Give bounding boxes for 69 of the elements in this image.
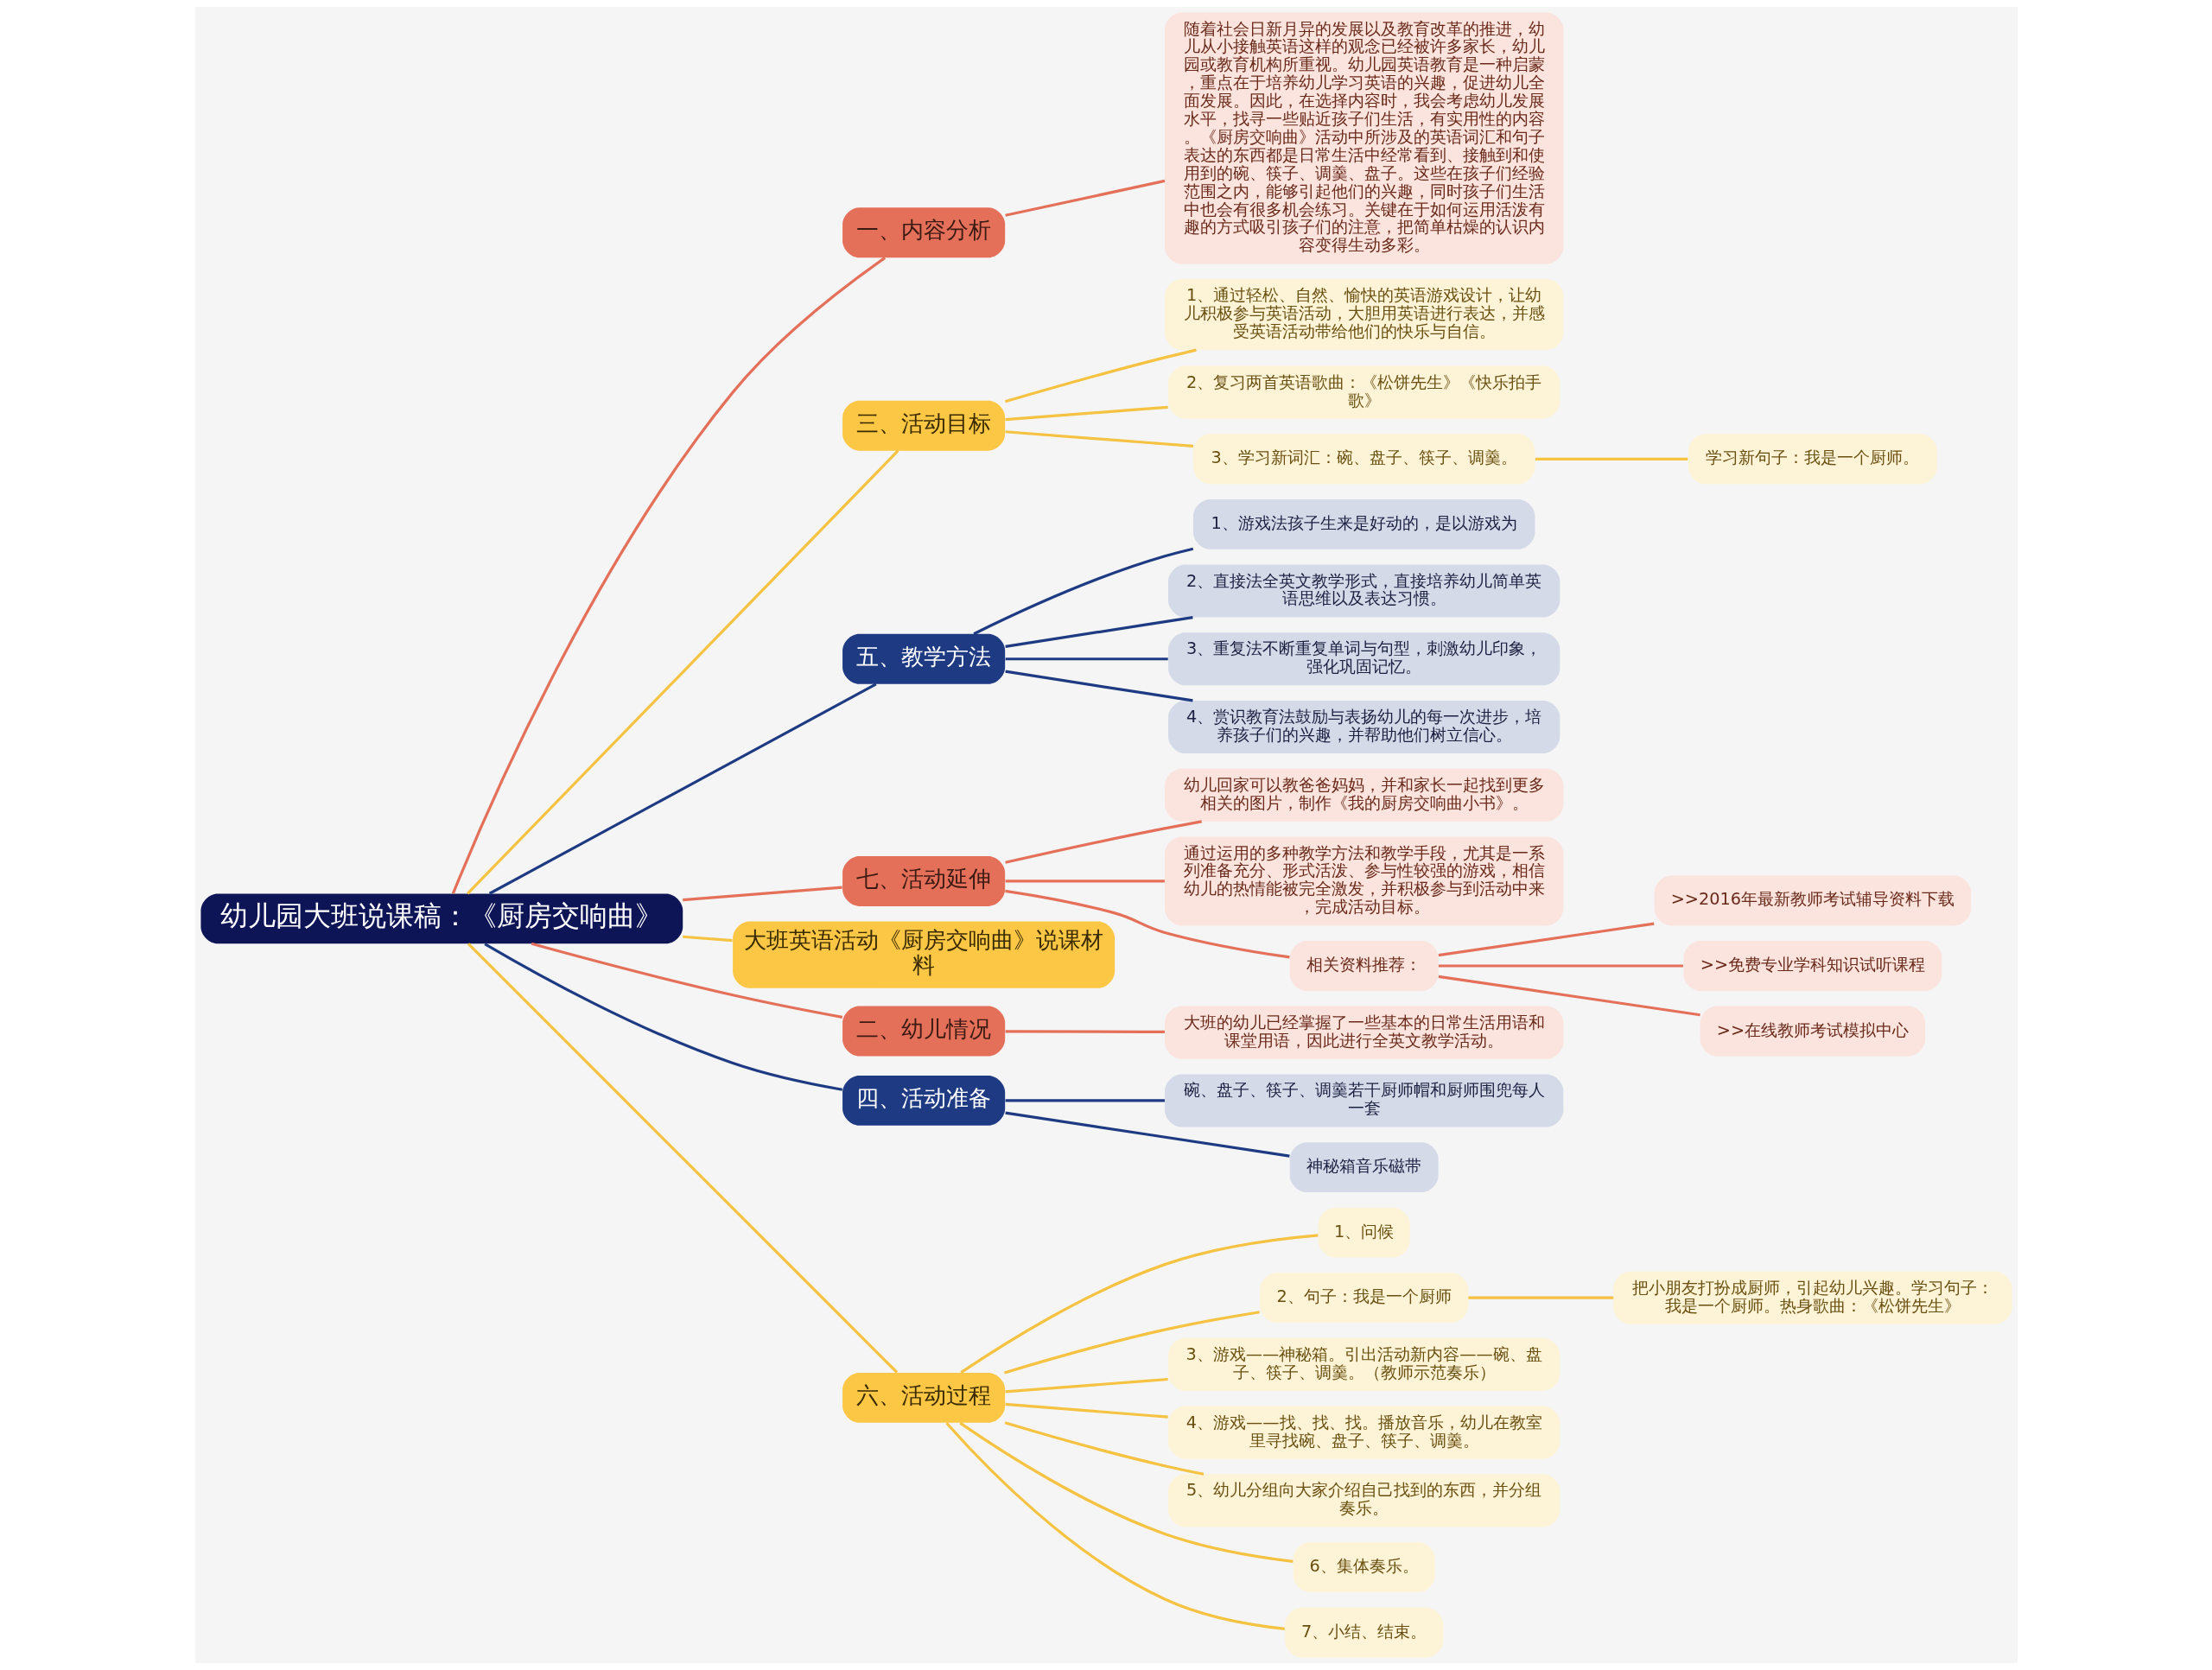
connector (483, 943, 842, 1091)
connector (959, 1234, 1318, 1375)
connector (1004, 405, 1168, 422)
connector (944, 1422, 1285, 1631)
connector (467, 943, 898, 1374)
connector (1004, 616, 1193, 648)
connector (1005, 1030, 1165, 1034)
connector (1004, 1111, 1290, 1158)
node-box: 2、直接法全英文教学形式，直接培养幼儿简单英语思维以及表达习惯。 (1167, 564, 1560, 618)
node-box: 六、活动过程 (842, 1373, 1005, 1423)
connector (972, 547, 1193, 636)
connector (1004, 1402, 1168, 1419)
node-box: 随着社会日新月异的发展以及教育改革的推进，幼儿从小接触英语这样的观念已经被许多家长，幼儿园或教育机构所重视。幼儿园英语教育是一种启蒙，重点在于培养幼儿学习英语的兴趣，促进幼儿全面发展。因此，在选择内容时，我会考虑幼儿发展水平，找寻一些贴近孩子们生活，有实用性的内容。《厨房交响曲》活动中所涉及的英语词汇和句子表达的东西都是日常生活中经常看到、接触到和使用到的碗、筷子、调羹、盘子。这些在孩子们经验范围之内，能够引起他们的兴趣，同时孩子们生活中也会有很多机会练习。关键在于如何运用活泼有趣的方式吸引孩子们的注意，把简单枯燥的认识内容变得生动多彩。 (1164, 12, 1563, 264)
node-box: 幼儿园大班说课稿：《厨房交响曲》 (200, 893, 683, 944)
node-box: 1、问候 (1318, 1207, 1410, 1258)
node-box: 幼儿回家可以教爸爸妈妈，并和家长一起找到更多相关的图片，制作《我的厨房交响曲小书》。 (1164, 768, 1563, 822)
node-box: >>免费专业学科知识试听课程 (1682, 941, 1942, 991)
connector (1004, 348, 1197, 403)
node-box: 碗、盘子、筷子、调羹若干厨师帽和厨师围兜每人一套 (1164, 1074, 1563, 1127)
connector (1467, 1296, 1613, 1299)
node-box: 1、游戏法孩子生来是好动的，是以游戏为 (1192, 498, 1535, 549)
node-box: 3、重复法不断重复单词与句型，刺激幼儿印象，强化巩固记忆。 (1167, 632, 1560, 686)
connector (1438, 964, 1683, 968)
connector (1004, 430, 1193, 448)
node-box: >>在线教师考试模拟中心 (1700, 1006, 1925, 1057)
node-box: 四、活动准备 (842, 1076, 1005, 1126)
connector (1004, 889, 1290, 959)
node-box: 大班英语活动《厨房交响曲》说课材料 (732, 921, 1115, 988)
node-box: 学习新句子：我是一个厨师。 (1688, 434, 1937, 485)
connector (1004, 179, 1165, 217)
node-box: 4、游戏——找、找、找。播放音乐，幼儿在教室里寻找碗、盘子、筷子、调羹。 (1167, 1406, 1560, 1459)
connector (1005, 657, 1168, 661)
connector (531, 942, 842, 1019)
node-box: 2、句子：我是一个厨师 (1259, 1273, 1468, 1324)
connector (1005, 1099, 1165, 1102)
connector (1535, 457, 1688, 460)
connector (682, 935, 733, 943)
node-box: 6、集体奏乐。 (1293, 1542, 1435, 1592)
node-box: 大班的幼儿已经掌握了一些基本的日常生活用语和课堂用语，因此进行全英文教学活动。 (1164, 1006, 1563, 1059)
connector (488, 683, 877, 895)
node-box: >>2016年最新教师考试辅导资料下载 (1654, 875, 1971, 926)
connector (1005, 879, 1165, 883)
node-box: 一、内容分析 (842, 207, 1005, 258)
connector (451, 257, 886, 894)
connector (1003, 1311, 1260, 1375)
node-box: 3、学习新词汇：碗、盘子、筷子、调羹。 (1192, 434, 1535, 485)
connector (1004, 1421, 1204, 1476)
node-box: 神秘箱音乐磁带 (1289, 1142, 1439, 1192)
node-box: 二、幼儿情况 (842, 1006, 1005, 1057)
node-box: 7、小结、结束。 (1284, 1607, 1443, 1658)
node-box: 3、游戏——神秘箱。引出活动新内容——碗、盘子、筷子、调羹。（教师示范奏乐） (1167, 1337, 1560, 1391)
node-box: 2、复习两首英语歌曲：《松饼先生》《快乐拍手歌》 (1167, 365, 1560, 419)
connector (466, 449, 899, 895)
connector (682, 886, 842, 902)
node-box: 把小朋友打扮成厨师，引起幼儿兴趣。学习句子：我是一个厨师。热身歌曲：《松饼先生》 (1612, 1271, 2012, 1324)
connector (1005, 1377, 1168, 1394)
node-box: 通过运用的多种教学方法和教学手段，尤其是一系列准备充分、形式活泼、参与性较强的游戏，相信幼儿的热情能被完全激发，并积极参与到活动中来，完成活动目标。 (1164, 836, 1563, 926)
connector (958, 1421, 1294, 1563)
node-box: 三、活动目标 (842, 400, 1005, 451)
node-box: 五、教学方法 (842, 633, 1005, 684)
connector (1004, 820, 1202, 864)
node-box: 5、幼儿分组向大家介绍自己找到的东西，并分组奏乐。 (1167, 1474, 1560, 1527)
connector (1438, 922, 1654, 957)
connector (1438, 975, 1700, 1017)
node-box: 相关资料推荐： (1289, 941, 1439, 991)
node-box: 4、赏识教育法鼓励与表扬幼儿的每一次进步，培养孩子们的兴趣，并帮助他们树立信心。 (1167, 701, 1560, 754)
node-box: 1、通过轻松、自然、愉快的英语游戏设计，让幼儿积极参与英语活动，大胆用英语进行表达，并感受英语活动带给他们的快乐与自信。 (1164, 279, 1563, 351)
connector (1004, 670, 1193, 702)
node-box: 七、活动延伸 (842, 856, 1005, 906)
